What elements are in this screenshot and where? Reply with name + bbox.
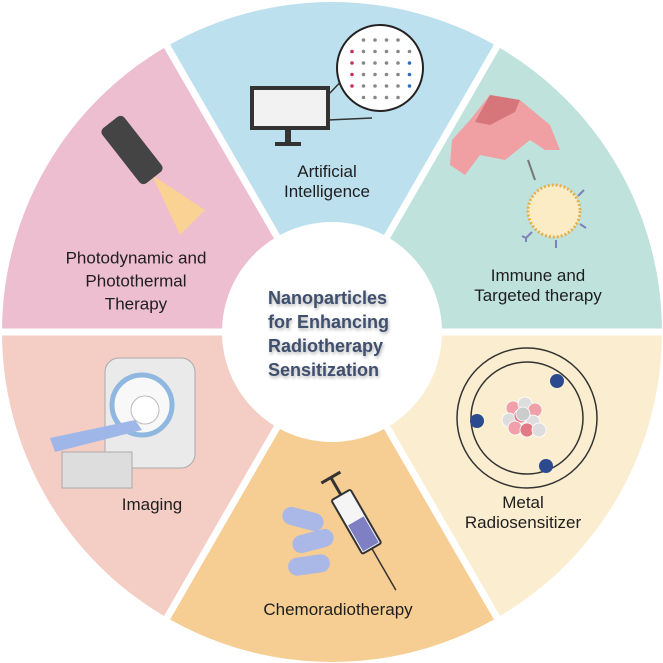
network-node	[350, 72, 354, 77]
network-node	[396, 84, 400, 88]
network-node	[361, 49, 366, 54]
network-node	[361, 95, 366, 100]
label-line: Chemoradiotherapy	[263, 600, 413, 619]
network-node	[407, 49, 412, 54]
label-line: Metal	[502, 493, 544, 512]
label-line: Therapy	[104, 294, 168, 314]
network-node	[384, 61, 389, 65]
sector-chemo	[167, 332, 497, 662]
network-node	[396, 72, 400, 77]
label-line: Artificial	[297, 162, 357, 181]
network-node	[350, 61, 354, 65]
network-node	[373, 84, 377, 88]
label-line: Radiosensitizer	[464, 513, 582, 532]
label-line: Photodynamic and	[65, 248, 207, 268]
network-node	[350, 49, 354, 54]
network-node	[384, 95, 389, 100]
network-node	[384, 84, 389, 88]
label-line: Immune and	[490, 266, 586, 285]
title-line: Nanoparticles	[268, 288, 388, 308]
network-node	[361, 61, 366, 65]
title-line: for Enhancing	[268, 312, 389, 332]
network-node	[407, 61, 412, 65]
cell-nanoparticle-icon	[450, 95, 587, 248]
network-node	[407, 84, 412, 88]
label-immune-targeted: Immune and Targeted therapy	[474, 266, 602, 306]
network-node	[373, 38, 377, 42]
network-node	[361, 72, 366, 77]
network-node	[373, 49, 377, 54]
network-node	[384, 38, 389, 42]
label-line: Photothermal	[85, 271, 187, 291]
center-circle	[222, 222, 442, 442]
syringe-pills-icon	[282, 470, 397, 591]
network-node	[396, 95, 400, 100]
network-node	[384, 72, 389, 77]
mri-scanner-icon	[50, 357, 196, 489]
atom-icon	[456, 347, 598, 489]
label-metal-radiosensitizer: Metal Radiosensitizer	[465, 493, 581, 533]
network-node	[396, 49, 400, 54]
label-chemoradiotherapy: Chemoradiotherapy	[263, 600, 412, 620]
network-node	[384, 49, 389, 54]
network-node	[373, 72, 377, 77]
nucleon	[531, 422, 547, 438]
label-artificial-intelligence: Artificial Intelligence	[284, 162, 370, 202]
title-line: Radiotherapy	[268, 336, 384, 356]
center-title: Nanoparticles for Enhancing Radiotherapy…	[268, 286, 389, 382]
network-node	[373, 95, 377, 100]
title-line: Sensitization	[268, 360, 380, 380]
laser-flashlight-icon	[101, 115, 205, 235]
label-line: Targeted therapy	[474, 286, 602, 305]
network-node	[396, 38, 400, 42]
label-photodynamic: Photodynamic and Photothermal Therapy	[66, 247, 207, 316]
monitor-neural-network-icon	[250, 24, 424, 146]
label-line: Imaging	[121, 495, 183, 514]
label-imaging: Imaging	[122, 495, 182, 515]
network-node	[396, 61, 400, 65]
network-node	[350, 84, 354, 88]
network-node	[373, 61, 377, 65]
label-line: Intelligence	[283, 182, 371, 201]
network-node	[407, 72, 412, 77]
network-node	[361, 84, 366, 88]
nucleon	[515, 406, 531, 422]
network-node	[361, 38, 366, 42]
